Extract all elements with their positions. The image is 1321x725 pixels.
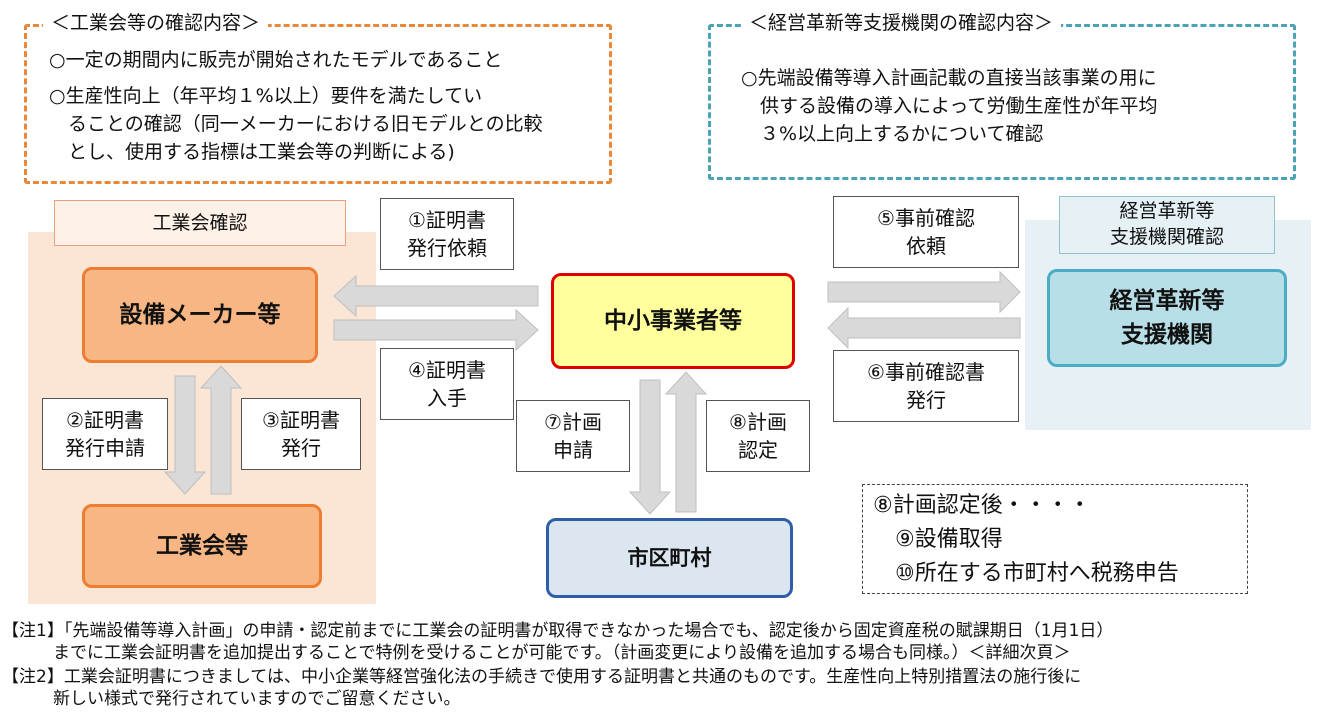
industry-check-line: ることの確認（同一メーカーにおける旧モデルとの比較 — [49, 113, 543, 135]
step-8-label: ⑧計画 認定 — [706, 400, 810, 472]
step-7-line: ⑦計画 — [544, 410, 602, 434]
municipality-entity: 市区町村 — [546, 518, 793, 598]
support-panel-label: 経営革新等 支援機関確認 — [1059, 196, 1275, 254]
arrow-down-to-municipality — [628, 379, 672, 515]
industry-check-box: ＜工業会等の確認内容＞ ○一定の期間内に販売が開始されたモデルであること ○生産… — [24, 11, 612, 184]
support-check-box: ＜経営革新等支援機関の確認内容＞ ○先端設備等導入計画記載の直接当該事業の用に … — [708, 11, 1296, 180]
industry-check-line: とし、使用する指標は工業会等の判断による) — [49, 141, 455, 163]
support-check-line: ○先端設備等導入計画記載の直接当該事業の用に — [741, 67, 1157, 89]
step-3-line: ③証明書 — [262, 408, 340, 432]
support-entity-line: 経営革新等 — [1109, 288, 1225, 314]
arrow-down-to-association — [163, 375, 207, 495]
industry-panel-label: 工業会確認 — [54, 200, 346, 246]
industry-check-line: ○生産性向上（年平均１%以上）要件を満たしてい — [49, 85, 483, 107]
footnote-1-line-2: までに工業会証明書を追加提出することで特例を受けることが可能です。（計画変更によ… — [2, 643, 1071, 663]
step-1-line: ①証明書 — [408, 208, 486, 232]
step-2-line: ②証明書 — [66, 408, 144, 432]
industry-check-title: ＜工業会等の確認内容＞ — [43, 11, 269, 35]
footnote-2-line-1: 【注2】工業会証明書につきましては、中小企業等経営強化法の手続きで使用する証明書… — [2, 667, 1082, 687]
step-5-line: 依頼 — [906, 234, 946, 258]
step-4-label: ④証明書 入手 — [380, 348, 514, 420]
support-check-title: ＜経営革新等支援機関の確認内容＞ — [741, 11, 1062, 35]
arrow-left-to-maker — [333, 274, 539, 318]
arrow-up-to-maker — [199, 365, 243, 495]
step-4-line: 入手 — [427, 386, 467, 410]
arrow-up-to-sme — [664, 371, 708, 513]
support-check-line: ３%以上向上するかについて確認 — [741, 123, 1044, 145]
step-6-line: 発行 — [906, 388, 946, 412]
maker-entity: 設備メーカー等 — [82, 267, 318, 363]
step-5-line: ⑤事前確認 — [877, 206, 975, 230]
step-3-line: 発行 — [281, 436, 321, 460]
step-1-label: ①証明書 発行依頼 — [380, 198, 514, 270]
step-6-label: ⑥事前確認書 発行 — [833, 350, 1019, 422]
step-7-label: ⑦計画 申請 — [516, 400, 630, 472]
footnote-2-line-2: 新しい様式で発行されていますのでご留意ください。 — [2, 689, 461, 709]
after-approval-note: ⑧計画認定後・・・・ ⑨設備取得 ⑩所在する市町村へ税務申告 — [862, 484, 1248, 594]
step-1-line: 発行依頼 — [407, 236, 487, 260]
support-check-line: 供する設備の導入によって労働生産性が年平均 — [741, 95, 1158, 117]
step-5-label: ⑤事前確認 依頼 — [833, 196, 1019, 268]
after-note-line: ⑧計画認定後・・・・ — [873, 493, 1091, 518]
step-3-label: ③証明書 発行 — [241, 398, 361, 470]
arrow-right-to-support — [827, 270, 1021, 314]
step-4-line: ④証明書 — [408, 358, 486, 382]
industry-check-line: ○一定の期間内に販売が開始されたモデルであること — [49, 49, 503, 71]
step-6-line: ⑥事前確認書 — [867, 360, 985, 384]
arrow-left-to-sme — [827, 306, 1021, 350]
support-panel-label-line: 経営革新等 — [1119, 200, 1215, 222]
arrow-right-to-sme — [333, 308, 539, 352]
after-note-line: ⑩所在する市町村へ税務申告 — [873, 561, 1179, 586]
support-entity-line: 支援機関 — [1121, 322, 1213, 348]
step-2-line: 発行申請 — [65, 436, 145, 460]
support-panel-label-line: 支援機関確認 — [1109, 226, 1224, 248]
step-7-line: 申請 — [553, 438, 593, 462]
support-entity: 経営革新等 支援機関 — [1047, 269, 1287, 367]
step-8-line: 認定 — [738, 438, 778, 462]
after-note-line: ⑨設備取得 — [873, 527, 1003, 552]
association-entity: 工業会等 — [82, 504, 322, 588]
footnote-1-line-1: 【注1】「先端設備等導入計画」の申請・認定前までに工業会の証明書が取得できなかっ… — [2, 621, 1114, 641]
sme-entity: 中小事業者等 — [551, 273, 795, 369]
step-2-label: ②証明書 発行申請 — [42, 398, 168, 470]
step-8-line: ⑧計画 — [729, 410, 787, 434]
